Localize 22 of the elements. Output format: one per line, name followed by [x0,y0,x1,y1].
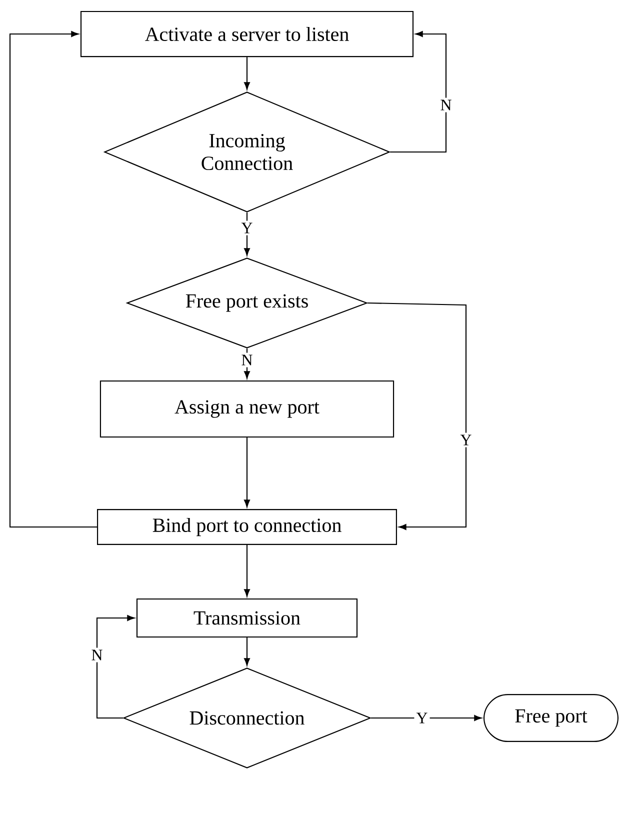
arrow [390,31,447,153]
edge-label: Y [239,220,255,236]
arrow [368,302,467,530]
arrow [96,615,135,719]
edge-label: N [89,648,105,662]
process-box: Activate a server to listen [80,10,414,58]
edge-label: Y [458,432,474,448]
arrow [371,715,482,721]
arrow [244,348,250,379]
arrow [244,638,250,666]
edge-label: N [239,352,255,368]
edge-label: Y [414,710,430,726]
arrow [244,212,250,256]
process-box: Assign a new port [100,380,394,438]
process-box: Transmission [136,598,358,638]
terminal-box: Free port [483,694,619,742]
arrow [244,57,250,90]
process-box: Bind port to connection [97,509,397,545]
edge-label: N [438,98,454,112]
arrow [244,438,250,508]
arrow [244,545,250,597]
arrow [9,31,97,528]
